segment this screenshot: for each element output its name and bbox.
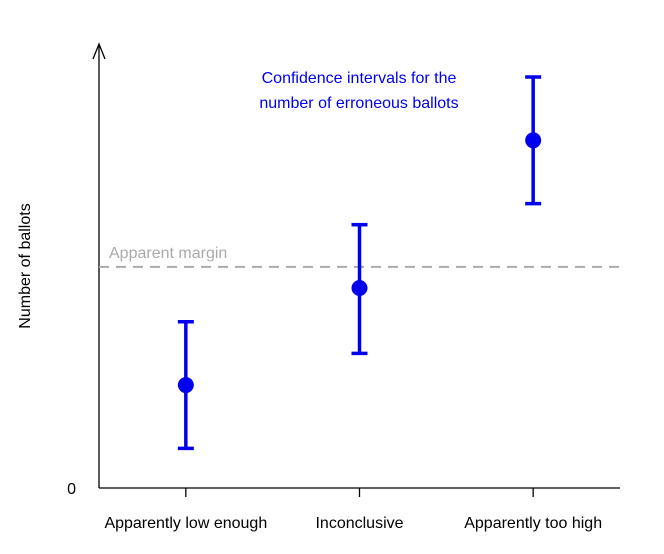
- estimate-point: [351, 279, 368, 296]
- y-axis-arrow-icon: [92, 42, 106, 60]
- x-tick-label: Inconclusive: [315, 515, 403, 532]
- estimate-point: [525, 132, 542, 149]
- x-tick-label: Apparently too high: [464, 515, 602, 532]
- estimate-point: [177, 377, 194, 394]
- data-marks: [177, 75, 542, 451]
- annotation-line-1: Confidence intervals for the: [262, 70, 457, 87]
- y-tick-label: 0: [67, 481, 76, 498]
- apparent-margin-label: Apparent margin: [109, 245, 227, 262]
- x-tick-label: Apparently low enough: [104, 515, 267, 532]
- y-axis-title: Number of ballots: [17, 203, 34, 328]
- annotation-line-2: number of erroneous ballots: [259, 95, 458, 112]
